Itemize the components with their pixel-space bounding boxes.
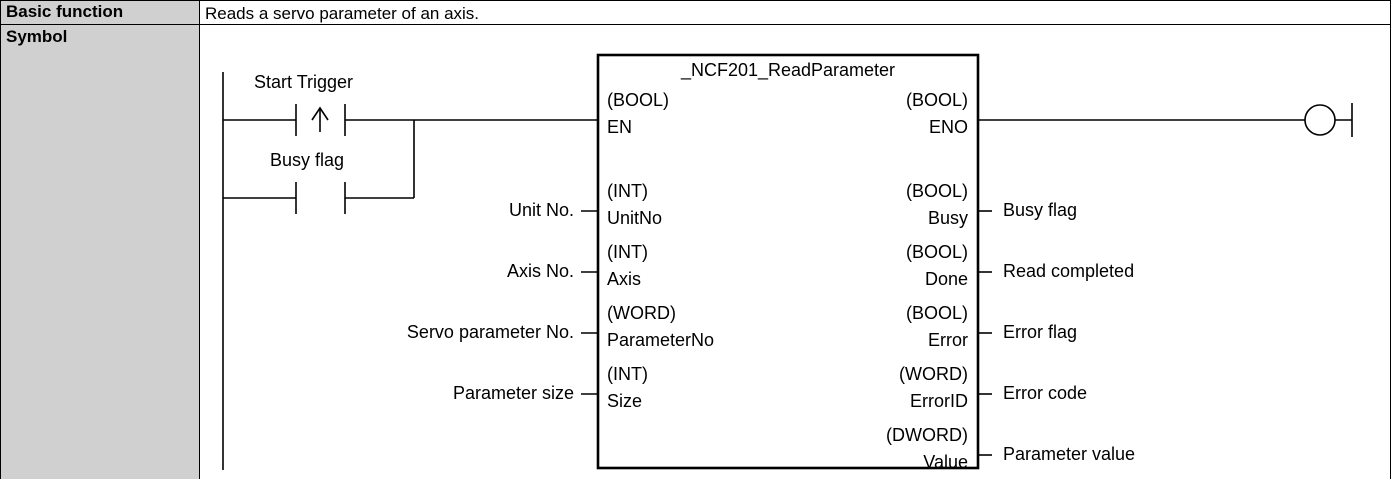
output-coil (1304, 104, 1336, 136)
header-cell-basic-function (0, 0, 199, 24)
output-type-eno: (BOOL) (906, 90, 968, 110)
table-column-divider (199, 0, 200, 479)
output-name-busy: Busy (928, 208, 968, 228)
input-label-axis: Axis No. (507, 261, 574, 281)
input-name-axis: Axis (607, 269, 641, 289)
input-type-parameterno: (WORD) (607, 303, 676, 323)
output-name-errorid: ErrorID (910, 391, 968, 411)
output-name-done: Done (925, 269, 968, 289)
output-name-eno: ENO (929, 117, 968, 137)
block-title: _NCF201_ReadParameter (680, 60, 895, 81)
table-border-left (0, 0, 1, 479)
header-cell-symbol (0, 25, 199, 479)
input-name-parameterno: ParameterNo (607, 330, 714, 350)
input-type-axis: (INT) (607, 242, 648, 262)
basic-function-header: Basic function (6, 2, 124, 21)
output-label-errorid: Error code (1003, 383, 1087, 403)
input-type-size: (INT) (607, 364, 648, 384)
input-label-size: Parameter size (453, 383, 574, 403)
input-name-size: Size (607, 391, 642, 411)
output-name-error: Error (928, 330, 968, 350)
output-label-busy: Busy flag (1003, 200, 1077, 220)
symbol-header: Symbol (6, 27, 68, 46)
input-name-en: EN (607, 117, 632, 137)
output-label-error: Error flag (1003, 322, 1077, 342)
input-name-unitno: UnitNo (607, 208, 662, 228)
basic-function-description: Reads a servo parameter of an axis. (205, 4, 480, 23)
function-block (596, 53, 980, 470)
output-type-value: (DWORD) (886, 425, 968, 445)
table-row-divider (0, 24, 1391, 25)
output-type-busy: (BOOL) (906, 181, 968, 201)
output-label-value: Parameter value (1003, 444, 1135, 464)
start-trigger-label: Start Trigger (254, 72, 353, 92)
output-label-done: Read completed (1003, 261, 1134, 281)
rising-edge-arrow-head (311, 106, 329, 121)
busy-flag-contact-label: Busy flag (270, 150, 344, 170)
table-border-top (0, 0, 1391, 1)
output-type-done: (BOOL) (906, 242, 968, 262)
input-type-en: (BOOL) (607, 90, 669, 110)
input-label-parameterno: Servo parameter No. (407, 322, 574, 342)
output-type-errorid: (WORD) (899, 364, 968, 384)
input-label-unitno: Unit No. (509, 200, 574, 220)
output-type-error: (BOOL) (906, 303, 968, 323)
input-type-unitno: (INT) (607, 181, 648, 201)
output-name-value: Value (923, 452, 968, 472)
